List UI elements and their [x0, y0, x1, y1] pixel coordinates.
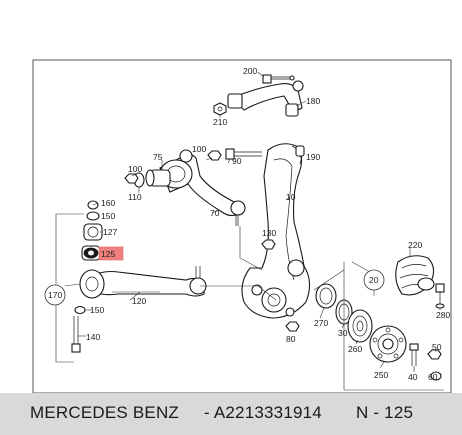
bolt-200	[262, 74, 295, 84]
label-127: 127	[103, 227, 117, 237]
label-180: 180	[306, 96, 320, 106]
nut-100-left	[124, 173, 139, 184]
label-70: 70	[210, 208, 220, 218]
nut-210	[213, 102, 227, 116]
label-30: 30	[338, 328, 348, 338]
label-270: 270	[314, 318, 328, 328]
callout-circle-170	[44, 284, 66, 306]
bushing-75	[145, 169, 171, 187]
label-170: 170	[48, 290, 62, 300]
bearing-260	[347, 309, 373, 343]
label-210: 210	[213, 117, 227, 127]
callout-circle-20	[363, 269, 385, 291]
label-100-upper: 100	[192, 144, 206, 154]
label-40: 40	[408, 372, 418, 382]
label-20: 20	[369, 275, 379, 285]
hub-250	[369, 325, 407, 363]
label-90: 90	[232, 156, 242, 166]
bolt-40	[409, 343, 419, 366]
label-125: 125	[101, 249, 115, 259]
nut-100-upper	[207, 150, 222, 161]
label-190: 190	[306, 152, 320, 162]
footer-band	[0, 393, 462, 435]
label-120: 120	[132, 296, 146, 306]
label-130: 130	[262, 228, 276, 238]
nut-50	[427, 349, 442, 360]
leader-lines	[55, 71, 444, 391]
bolt-140	[71, 316, 81, 353]
label-60: 60	[428, 372, 438, 382]
highlight-box-125	[98, 246, 124, 261]
nut-80	[285, 321, 300, 332]
label-75: 75	[153, 152, 163, 162]
label-260: 260	[348, 344, 362, 354]
label-80: 80	[286, 334, 296, 344]
nut-130	[261, 239, 276, 250]
label-250: 250	[374, 370, 388, 380]
bushing-125	[81, 245, 101, 261]
label-150-upper: 150	[101, 211, 115, 221]
washer-150-lower	[74, 305, 86, 315]
boot-220	[395, 255, 435, 296]
label-160: 160	[101, 198, 115, 208]
label-50: 50	[432, 342, 442, 352]
label-10: 10	[286, 192, 296, 202]
upper-control-arm	[227, 80, 304, 117]
footer-part-code: - A2213331914	[204, 403, 322, 422]
snap-ring-270	[315, 283, 337, 309]
label-280: 280	[436, 310, 450, 320]
label-110: 110	[128, 192, 142, 202]
washer-60	[430, 371, 442, 381]
label-150-lower: 150	[90, 305, 104, 315]
footer-position: N - 125	[356, 403, 414, 422]
lower-arm-120	[79, 266, 207, 299]
label-100-left: 100	[128, 164, 142, 174]
label-200: 200	[243, 66, 257, 76]
label-140: 140	[86, 332, 100, 342]
label-220: 220	[408, 240, 422, 250]
footer-brand: MERCEDES BENZ	[30, 403, 180, 422]
